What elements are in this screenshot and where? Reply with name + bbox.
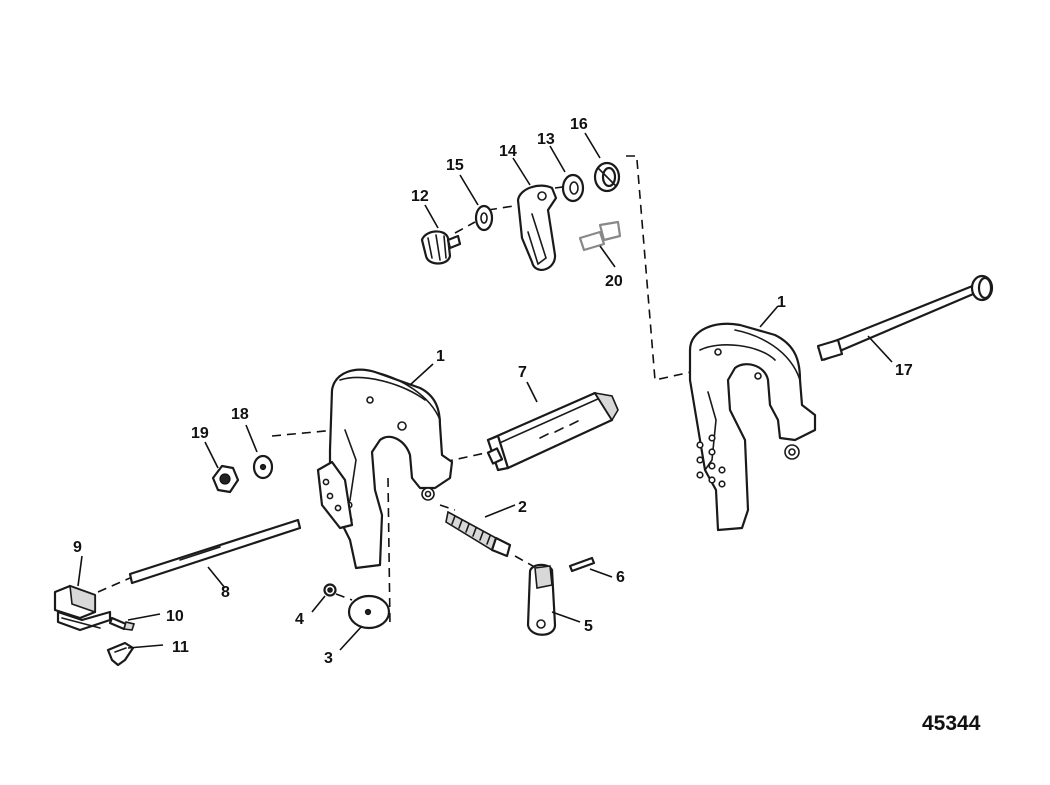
callout-6: 6	[616, 569, 625, 586]
spring-ring	[593, 161, 621, 193]
leader-lines	[77, 132, 893, 651]
nut-19	[211, 464, 240, 494]
large-washer	[347, 594, 391, 630]
callout-15: 15	[446, 157, 464, 174]
pin	[568, 556, 596, 573]
callout-12: 12	[411, 188, 429, 205]
spring	[445, 510, 512, 558]
callout-14: 14	[499, 143, 517, 160]
callout-2: 2	[518, 499, 527, 516]
knob	[420, 230, 462, 265]
clamp-pad	[486, 391, 619, 472]
washer-18	[252, 454, 274, 480]
small-screw	[108, 616, 136, 631]
clamp-screw	[816, 274, 994, 362]
callout-10: 10	[166, 608, 184, 625]
callout-1-left: 1	[436, 348, 445, 365]
callout-13: 13	[537, 131, 555, 148]
callout-9: 9	[73, 539, 82, 556]
callout-17: 17	[895, 362, 913, 379]
small-nut	[323, 583, 337, 597]
callout-3: 3	[324, 650, 333, 667]
callout-20: 20	[605, 273, 623, 290]
callout-8: 8	[221, 584, 230, 601]
callout-7: 7	[518, 364, 527, 381]
callout-16: 16	[570, 116, 588, 133]
callouts: 1 17 1 7 2 6 5 3 4 8 9 10 11 18 19 12 15…	[73, 116, 913, 667]
callout-11: 11	[172, 639, 189, 656]
rod	[128, 518, 302, 585]
small-bracket	[53, 584, 112, 632]
washer-15	[474, 204, 494, 232]
clip	[106, 641, 135, 667]
callout-1-right: 1	[777, 294, 786, 311]
callout-18: 18	[231, 406, 249, 423]
clamp-bracket-left	[316, 368, 454, 570]
callout-19: 19	[191, 425, 209, 442]
bolt-20	[578, 220, 622, 252]
washer-13	[561, 173, 585, 203]
diagram-id: 45344	[922, 712, 981, 735]
clamp-bracket-right	[688, 322, 817, 532]
lever	[526, 563, 557, 636]
callout-4: 4	[295, 611, 304, 628]
lock-plate	[516, 184, 558, 271]
callout-5: 5	[584, 618, 593, 635]
